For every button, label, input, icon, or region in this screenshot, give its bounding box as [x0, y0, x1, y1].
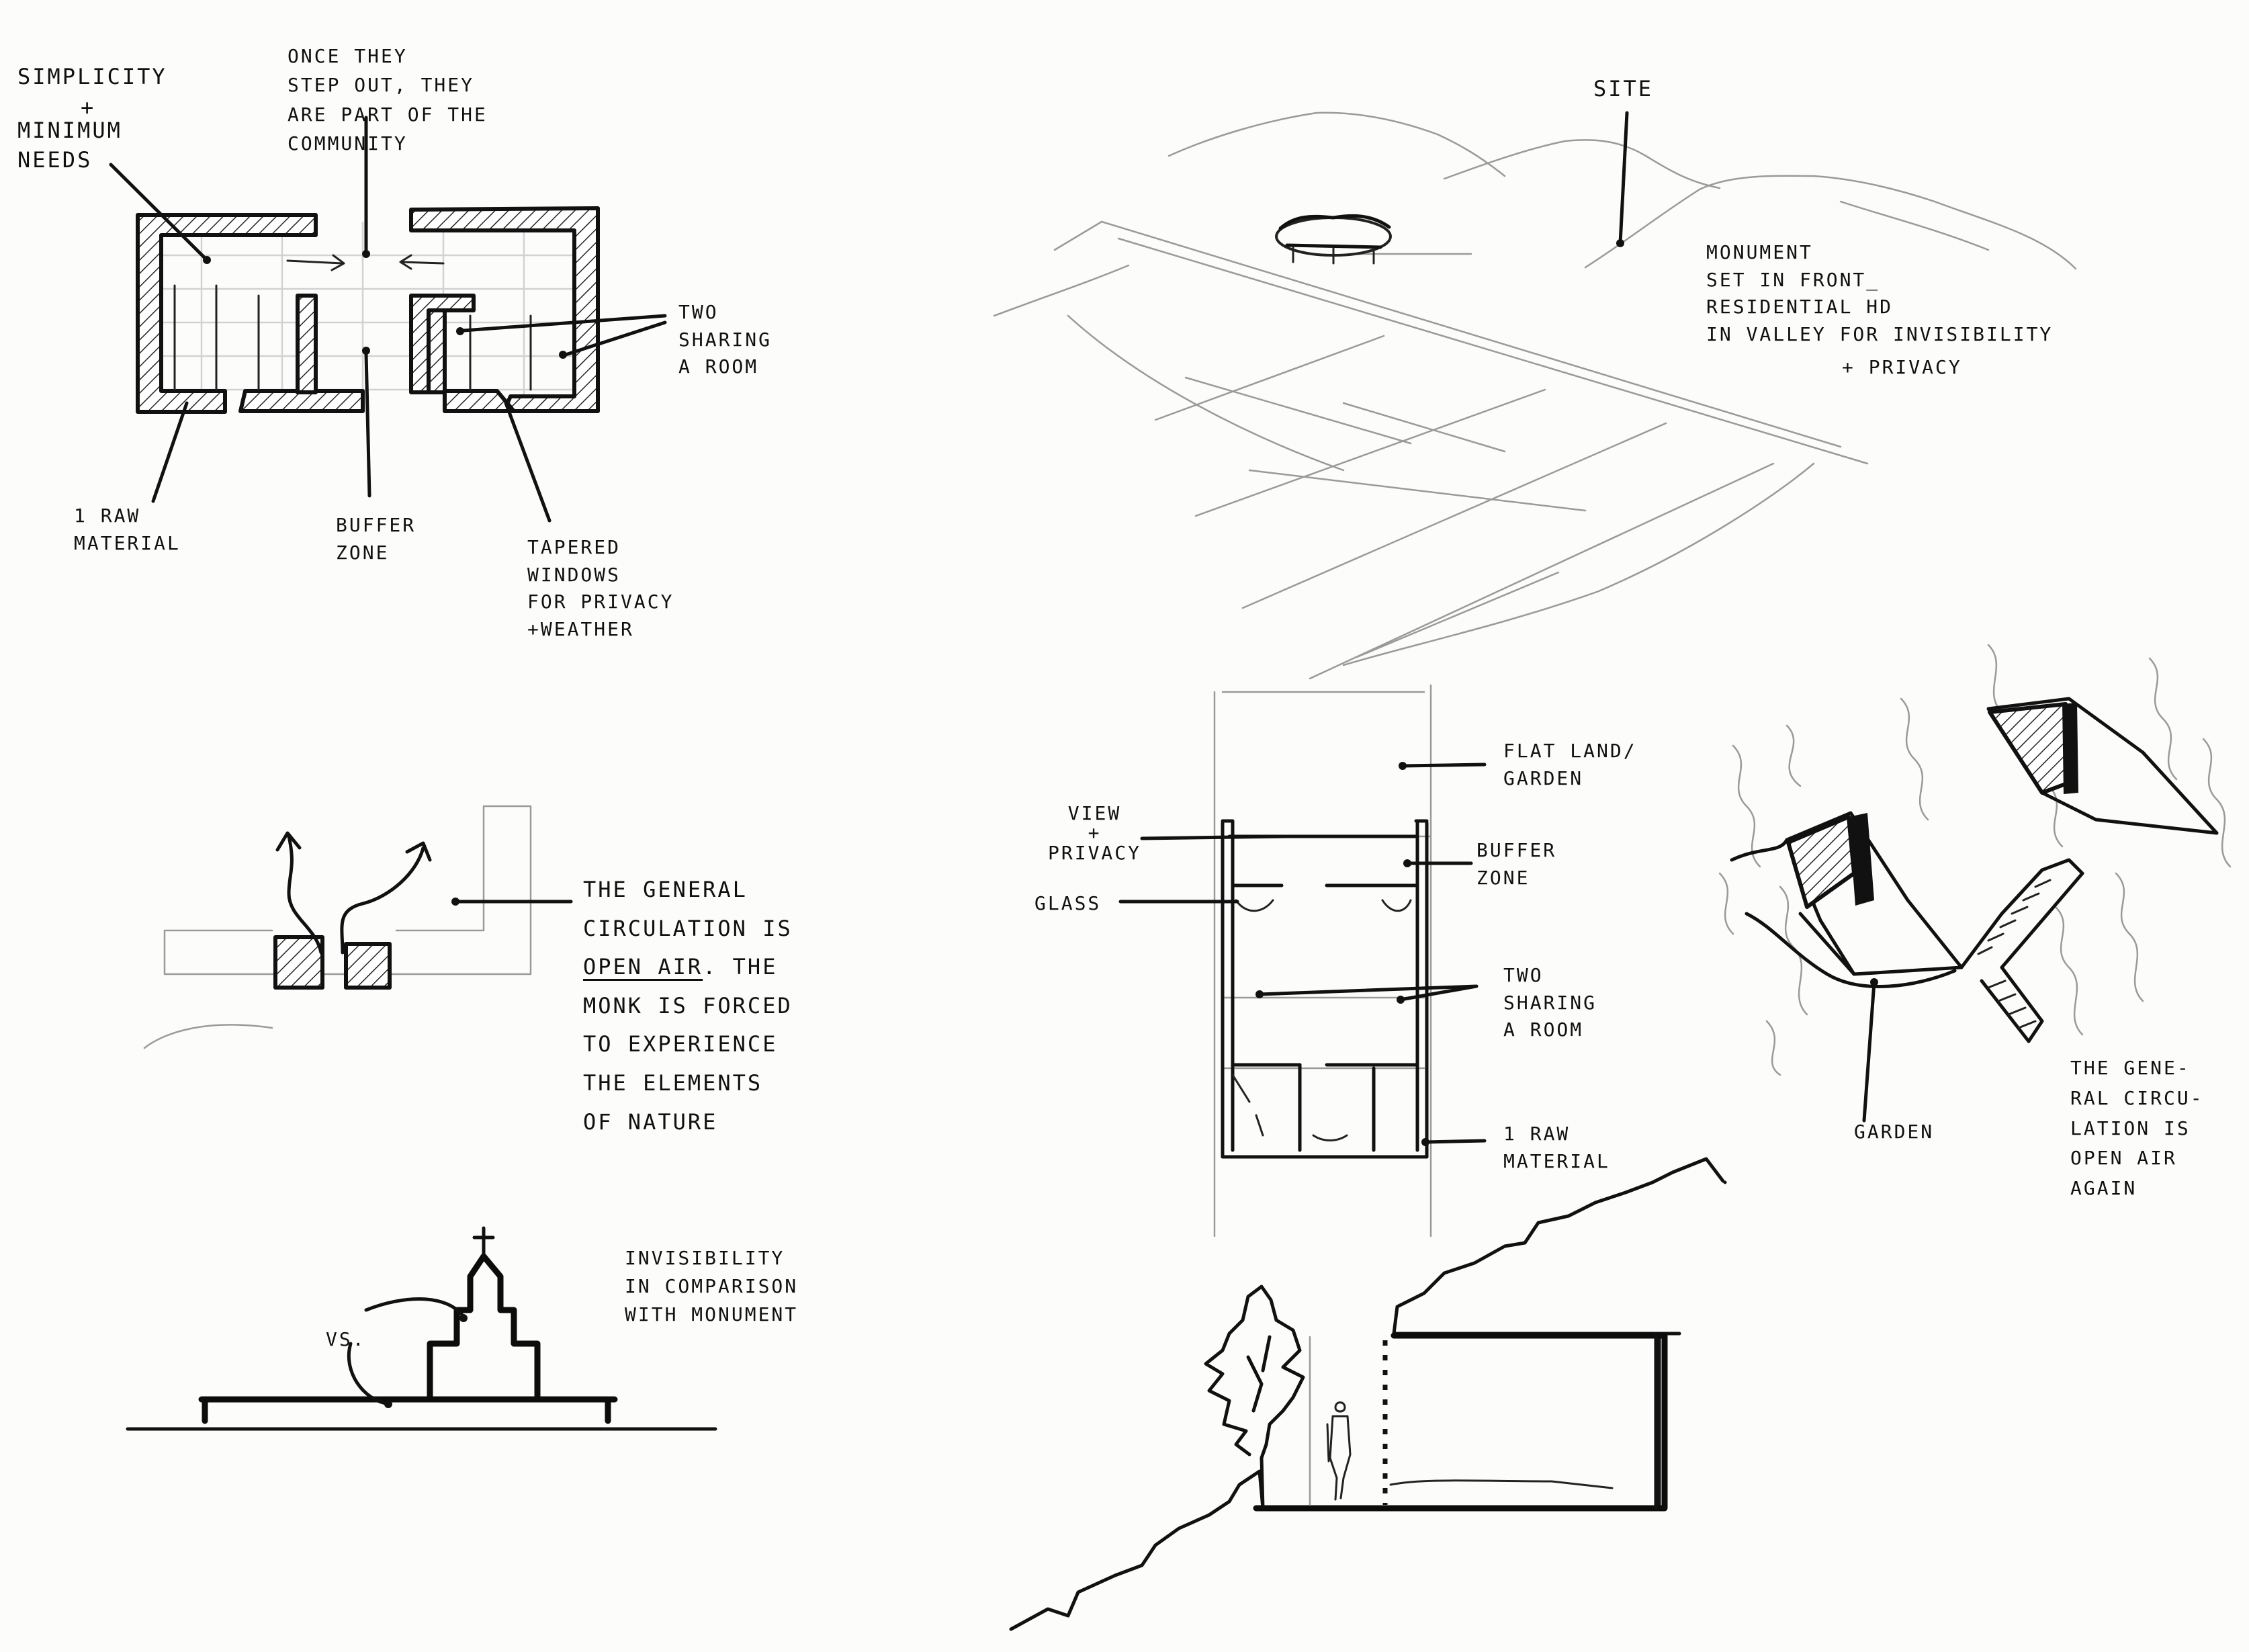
- note-general-circulation: THE GENERAL CIRCULATION IS OPEN AIR. THE…: [583, 871, 793, 1141]
- plan-arrow-left: [399, 254, 445, 270]
- monument-on-site: [1275, 214, 1392, 265]
- note-garden: GARDEN: [1854, 1121, 1935, 1143]
- section-ground-slope: [1009, 1469, 1265, 1631]
- note-open-air: OPEN AIR: [583, 954, 703, 980]
- note-minimum-needs: MINIMUM NEEDS: [17, 118, 122, 173]
- hill-right: [1584, 175, 2077, 270]
- unit-plan-construction-lines: [1213, 684, 1432, 1237]
- plan-arrow-right: [286, 254, 345, 271]
- plan-window-taper: [443, 389, 516, 413]
- note-once-step-out: ONCE THEY STEP OUT, THEY ARE PART OF THE…: [288, 45, 488, 155]
- leader-minimum-needs: [109, 163, 207, 260]
- church-silhouette: [427, 1253, 541, 1403]
- circulation-diagram: [143, 805, 573, 1049]
- axon-path-stairs: [1959, 858, 2084, 1043]
- note-circulation-again: THE GENE- RAL CIRCU- LATION IS OPEN AIR …: [2070, 1057, 2204, 1200]
- note-plus: +: [81, 95, 96, 120]
- note-circ-line3-suffix: . THE: [703, 954, 778, 980]
- note-circ-line2: CIRCULATION IS: [583, 915, 793, 941]
- leader-raw-material-unit: [1423, 1139, 1487, 1144]
- unit-plan-room-walls: [1231, 883, 1418, 1067]
- unit-plan-drawing: [1118, 684, 1487, 1237]
- plan-wall-room-right: [409, 294, 476, 394]
- axon-site-edge: [1730, 838, 1957, 988]
- hill-left: [1167, 112, 1506, 177]
- note-invisibility: INVISIBILITY IN COMPARISON WITH MONUMENT: [625, 1247, 799, 1325]
- note-raw-material: 1 RAW MATERIAL: [74, 505, 181, 554]
- plan-wall-right: [409, 206, 600, 413]
- note-simplicity: SIMPLICITY: [17, 64, 167, 89]
- leader-buffer-zone: [364, 351, 371, 498]
- plan-wall-left: [136, 213, 318, 414]
- site-perspective-sketch: [993, 111, 2077, 680]
- note-buffer-zone-unit: BUFFER ZONE: [1476, 839, 1557, 889]
- leader-two-sharing: [461, 314, 667, 357]
- circulation-arrow-right: [340, 841, 432, 955]
- axonometric-sketch: [1718, 644, 2232, 1123]
- section-person: [1326, 1401, 1352, 1501]
- leader-flat-land: [1401, 763, 1487, 768]
- leader-garden: [1862, 980, 1876, 1123]
- note-circ-rest: MONK IS FORCED TO EXPERIENCE THE ELEMENT…: [583, 992, 793, 1135]
- cells-slab: [198, 1396, 618, 1424]
- leader-two-sharing-unit: [1258, 984, 1479, 1002]
- leader-raw-material: [151, 401, 189, 503]
- circulation-cell-left: [273, 935, 324, 990]
- note-site: SITE: [1593, 76, 1654, 101]
- note-two-sharing-unit: TWO SHARING A ROOM: [1503, 964, 1597, 1041]
- note-flat-land-garden: FLAT LAND/ GARDEN: [1503, 740, 1637, 789]
- leader-vs-cells: [347, 1342, 392, 1406]
- section-tree: [1204, 1285, 1305, 1510]
- circulation-cell-right: [344, 942, 392, 990]
- section-drawing: [1009, 1157, 1727, 1631]
- cell-plan-sketch: [109, 116, 667, 523]
- note-buffer-zone: BUFFER ZONE: [336, 514, 416, 564]
- note-glass: GLASS: [1034, 892, 1102, 914]
- note-two-sharing-room: TWO SHARING A ROOM: [678, 301, 773, 378]
- leader-site: [1618, 111, 1629, 245]
- hill-middle: [1443, 139, 1721, 189]
- leader-view-privacy: [1140, 834, 1288, 840]
- church-cross: [472, 1226, 495, 1258]
- note-tapered-windows: TAPERED WINDOWS FOR PRIVACY +WEATHER: [527, 536, 674, 640]
- note-plus-privacy: + PRIVACY: [1842, 356, 1962, 378]
- section-building: [1253, 1332, 1668, 1512]
- note-monument-set: MONUMENT SET IN FRONT_ RESIDENTIAL HD IN…: [1706, 241, 2054, 345]
- plan-wall-divider-left: [296, 294, 318, 394]
- leader-tapered-windows: [504, 401, 552, 523]
- circulation-building-outline: [163, 805, 532, 975]
- note-circ-line1: THE GENERAL: [583, 877, 748, 902]
- note-vs: VS.: [326, 1328, 366, 1350]
- note-raw-material-unit: 1 RAW MATERIAL: [1503, 1123, 1610, 1172]
- section-hill-top: [1392, 1157, 1725, 1336]
- note-view-privacy: VIEW + PRIVACY: [1048, 802, 1142, 864]
- circulation-arrow-left: [275, 831, 323, 955]
- monument-comparison: [126, 1226, 717, 1431]
- plan-wall-bottom-middle: [238, 389, 365, 413]
- leader-vs-church: [364, 1297, 466, 1319]
